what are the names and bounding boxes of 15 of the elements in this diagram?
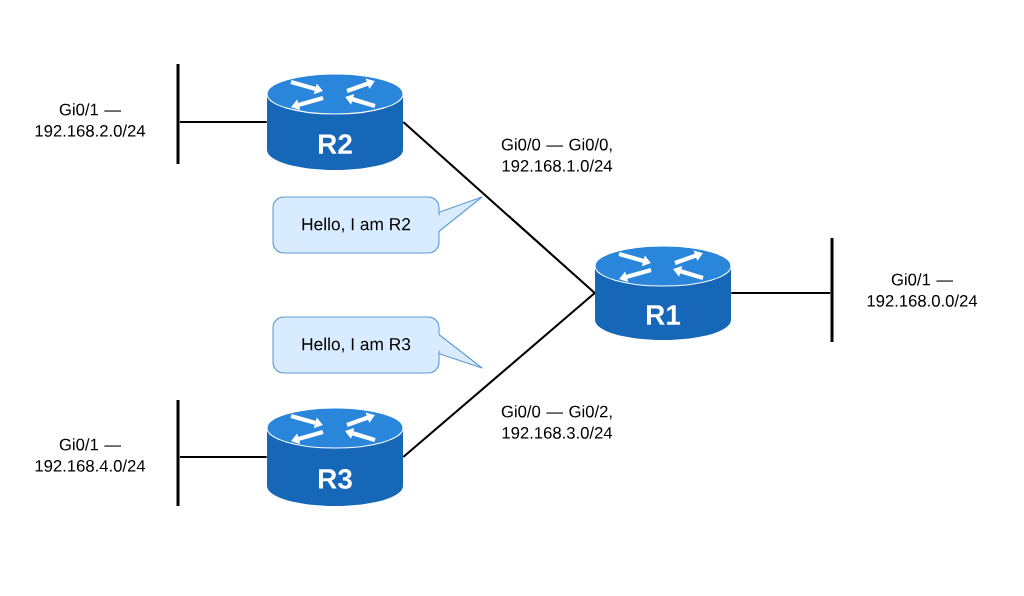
link-line — [731, 291, 831, 295]
network-segment-line — [830, 238, 834, 342]
network-label: Gi0/1 — 192.168.0.0/24 — [867, 273, 978, 307]
speech-bubble: Hello, I am R3 — [272, 316, 483, 374]
edge-label: Gi0/0 — Gi0/0, 192.168.1.0/24 — [501, 138, 613, 172]
link-line — [402, 292, 596, 458]
speech-bubble: Hello, I am R2 — [272, 196, 483, 254]
edge-label: Gi0/0 — Gi0/2, 192.168.3.0/24 — [501, 405, 613, 439]
link-line — [179, 455, 267, 459]
network-label: Gi0/1 — 192.168.2.0/24 — [35, 103, 146, 137]
link-line — [402, 121, 596, 294]
network-segment-line — [176, 400, 180, 506]
link-line — [179, 120, 267, 124]
network-segment-line — [176, 64, 180, 164]
network-label: Gi0/1 — 192.168.4.0/24 — [35, 438, 146, 472]
